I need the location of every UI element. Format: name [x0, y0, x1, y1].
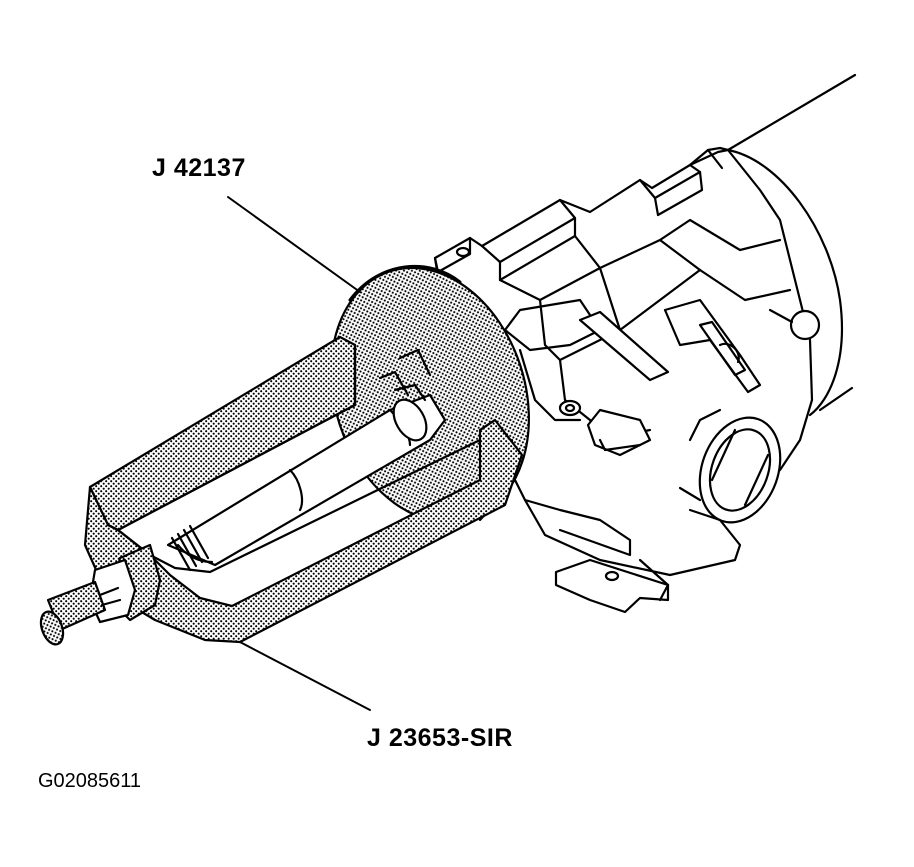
j23653-sir-tool — [39, 335, 524, 646]
callout-j23653-sir: J 23653-SIR — [367, 724, 513, 752]
leader-line-j23653 — [239, 641, 371, 711]
steering-column-housing — [433, 73, 857, 614]
callout-j42137: J 42137 — [152, 154, 246, 182]
figure-id: G02085611 — [38, 770, 142, 792]
leader-line-j42137 — [227, 196, 361, 293]
